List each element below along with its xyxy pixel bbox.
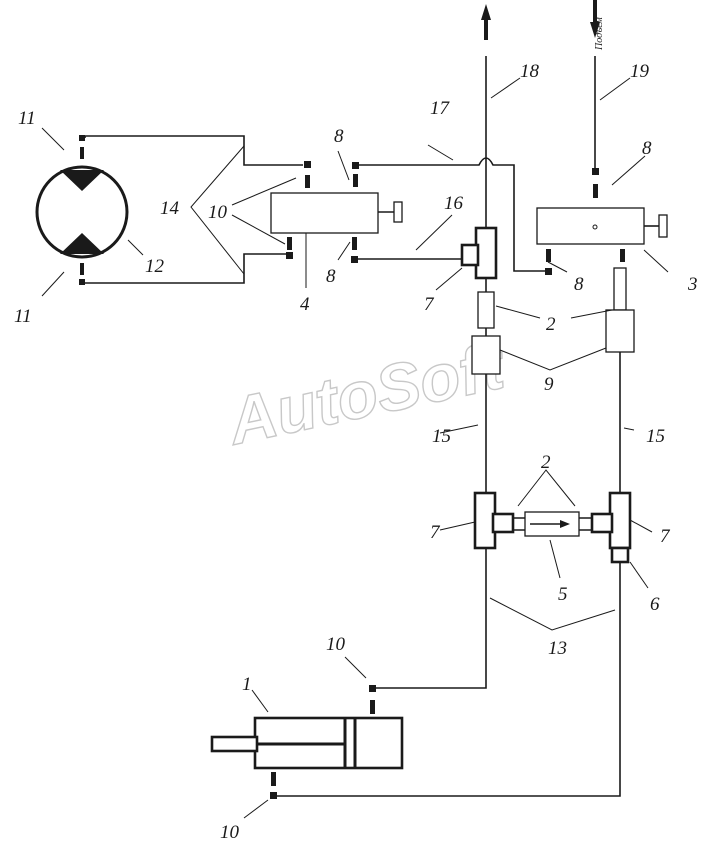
label-8-valve3: 8 (574, 274, 584, 295)
label-11-bottom: 11 (14, 306, 32, 327)
label-4: 4 (300, 294, 310, 315)
valve-3-fittings (545, 249, 625, 275)
label-7-lower-left: 7 (430, 522, 441, 543)
label-3: 3 (687, 274, 698, 295)
label-2-upper: 2 (546, 314, 556, 335)
tee-7-upper (460, 226, 498, 280)
watermark: AutoSoft (220, 327, 513, 458)
label-8-lower: 8 (326, 266, 336, 287)
hose-2-right (613, 267, 627, 311)
tee-7-lower-right (590, 491, 632, 550)
valve-4-fittings (286, 161, 359, 263)
label-13: 13 (548, 638, 567, 659)
valve-4 (270, 192, 403, 234)
cylinder-fittings (270, 685, 376, 799)
leader-lines (41, 77, 669, 819)
label-9: 9 (544, 374, 554, 395)
flow-label: Подъем (594, 17, 605, 51)
motor-fittings (79, 135, 85, 285)
position-numbers: 11 11 12 14 10 4 8 8 17 16 18 19 8 8 3 7… (14, 61, 698, 843)
tee-6-plug (610, 546, 630, 564)
label-1: 1 (242, 674, 252, 695)
label-10-valve4: 10 (208, 202, 228, 223)
label-19: 19 (630, 61, 650, 82)
motor-hose-lower (85, 253, 288, 284)
label-16: 16 (444, 193, 464, 214)
filter-9-right (605, 309, 635, 353)
line-13-left (373, 548, 487, 689)
arrow-up-18 (481, 4, 491, 20)
label-8-top: 8 (334, 126, 344, 147)
label-8-right: 8 (642, 138, 652, 159)
label-17: 17 (430, 98, 451, 119)
hydraulic-motor (35, 165, 129, 259)
label-14: 14 (160, 198, 180, 219)
label-18: 18 (520, 61, 540, 82)
line-13-right (275, 562, 621, 797)
arrow-down-19 (590, 22, 600, 38)
cylinder-1 (210, 716, 404, 770)
filter-9-left (471, 335, 501, 375)
label-5: 5 (558, 584, 568, 605)
label-15-left: 15 (432, 426, 451, 447)
label-11-top: 11 (18, 108, 36, 129)
label-2-lower: 2 (541, 452, 551, 473)
motor-hose-upper (84, 135, 303, 166)
label-7-lower-right: 7 (660, 526, 671, 547)
label-7-upper: 7 (424, 294, 435, 315)
check-valve-5 (513, 511, 592, 537)
label-15-right: 15 (646, 426, 665, 447)
line-17 (356, 157, 545, 272)
label-10-cyl-top: 10 (326, 634, 346, 655)
label-10-cyl-bottom: 10 (220, 822, 240, 843)
tee-7-lower-left (473, 491, 515, 550)
hose-2-left (477, 278, 495, 336)
label-12: 12 (145, 256, 165, 277)
label-6: 6 (650, 594, 660, 615)
valve-3 (536, 207, 668, 245)
